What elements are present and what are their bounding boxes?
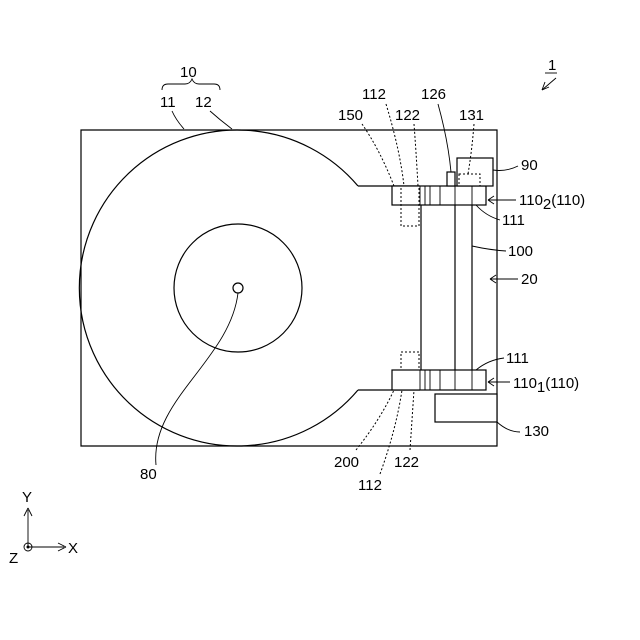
label-110-2-paren: (110) — [551, 192, 585, 209]
label-131: 131 — [459, 107, 484, 124]
label-110-1-main: 110 — [513, 375, 537, 392]
label-110-2: 1102(110) — [519, 192, 585, 213]
label-112-top: 112 — [362, 86, 386, 103]
hub-circle — [174, 224, 302, 352]
label-122-bottom: 122 — [394, 454, 419, 471]
lower-head-block — [392, 352, 497, 422]
label-20: 20 — [521, 271, 538, 288]
coordinate-axes: Y X Z — [9, 489, 78, 567]
label-111-lower: 111 — [506, 350, 529, 367]
axis-y-label: Y — [22, 489, 32, 506]
actuator-arm — [421, 205, 472, 370]
label-12: 12 — [195, 94, 212, 111]
label-126: 126 — [421, 86, 446, 103]
upper-head-block — [392, 158, 493, 226]
label-100: 100 — [508, 243, 533, 260]
axis-z-label: Z — [9, 550, 18, 567]
label-10: 10 — [180, 64, 197, 81]
housing-label-group: 10 11 12 — [160, 64, 232, 129]
label-110-1-paren: (110) — [545, 375, 579, 392]
label-112-bottom: 112 — [358, 477, 382, 494]
label-200: 200 — [334, 454, 359, 471]
label-122-top: 122 — [395, 107, 420, 124]
figure-reference: 1 — [542, 57, 557, 90]
bottom-callouts: 80 200 122 112 — [140, 293, 419, 494]
label-90: 90 — [521, 157, 538, 174]
label-80: 80 — [140, 466, 157, 483]
label-110-1-sub: 1 — [537, 379, 545, 396]
label-110-2-sub: 2 — [543, 196, 551, 213]
label-111-upper: 111 — [502, 212, 525, 229]
axis-x-label: X — [68, 540, 78, 557]
label-110-2-main: 110 — [519, 192, 543, 209]
label-150: 150 — [338, 107, 363, 124]
spindle-circle — [233, 283, 243, 293]
label-11: 11 — [160, 94, 176, 111]
disk — [79, 130, 420, 446]
label-130: 130 — [524, 423, 549, 440]
figure-number: 1 — [548, 57, 556, 74]
label-110-1: 1101(110) — [513, 375, 579, 396]
